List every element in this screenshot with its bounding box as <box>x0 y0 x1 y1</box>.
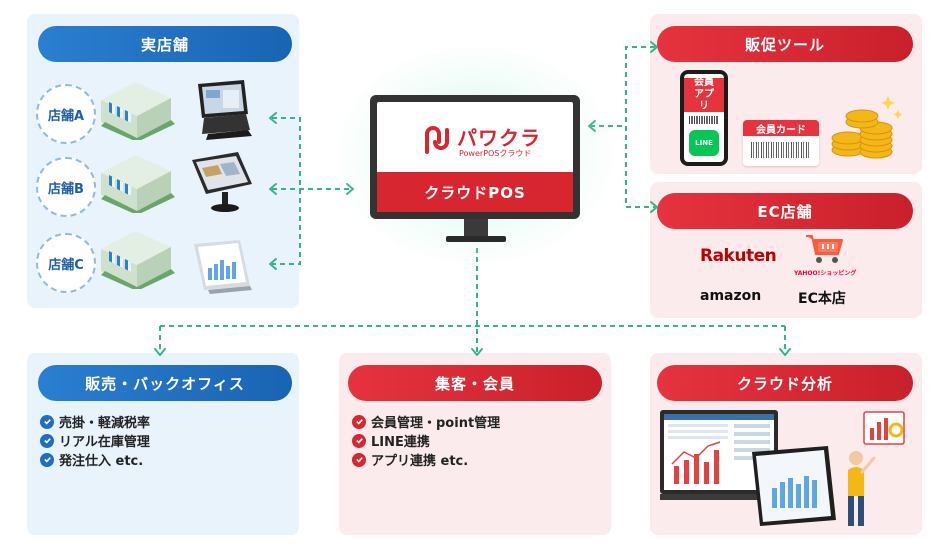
stores-title: 実店舗 <box>38 26 292 62</box>
list-item: 発注仕入 etc. <box>40 450 150 469</box>
card-label: 会員カード <box>756 124 806 136</box>
store-b-label: 店舗B <box>36 157 96 217</box>
check-icon <box>40 452 54 467</box>
feature-text: LINE連携 <box>371 435 430 450</box>
phone-screen: 会員アプリ LINE <box>684 74 724 162</box>
monitor-screen: パワクラ PowerPOSクラウド クラウドPOS <box>377 102 573 212</box>
arrow-store-a <box>269 112 277 124</box>
arrow-promo <box>650 41 658 53</box>
pawakura-logo-icon <box>425 126 449 154</box>
amazon-logo: amazon <box>700 288 762 304</box>
ec-own-store: EC本店 <box>798 291 846 307</box>
analytics-dashboard-illustration <box>660 410 905 526</box>
analytics-title: クラウド分析 <box>657 365 913 401</box>
member-card: 会員カード <box>743 120 819 166</box>
yahoo-logo: YAHOO!ショッピング <box>794 270 857 277</box>
backoffice-feature-list: 売掛・軽減税率 リアル在庫管理 発注仕入 etc. <box>40 412 150 469</box>
coins-icon <box>831 96 903 159</box>
members-title: 集客・会員 <box>348 365 602 401</box>
rakuten-logo: Rakuten <box>700 246 777 266</box>
center-monitor: パワクラ PowerPOSクラウド クラウドPOS <box>370 95 580 219</box>
list-item: 会員管理・point管理 <box>352 412 500 431</box>
product-band: クラウドPOS <box>377 172 573 212</box>
promo-title: 販促ツール <box>657 26 913 62</box>
check-icon <box>352 452 366 467</box>
check-icon <box>40 414 54 429</box>
arrow-down-right <box>779 348 791 356</box>
monitor-foot <box>446 236 506 242</box>
connector-promo-ec <box>625 46 655 208</box>
line-label: LINE <box>695 139 713 147</box>
card-header: 会員カード <box>743 120 819 136</box>
phone-app: 会員アプリ LINE <box>680 70 728 166</box>
store-a-label: 店舗A <box>36 84 96 144</box>
shopping-cart-icon <box>806 235 843 263</box>
app-barcode-icon <box>689 116 719 124</box>
tablet-pos-icon <box>194 240 252 294</box>
feature-text: リアル在庫管理 <box>59 435 150 450</box>
feature-text: 会員管理・point管理 <box>371 416 501 431</box>
store-building-icon <box>101 231 175 289</box>
logo-sub: PowerPOSクラウド <box>459 149 532 158</box>
store-c-label: 店舗C <box>36 233 96 293</box>
list-item: リアル在庫管理 <box>40 431 150 450</box>
pos-terminal-icon <box>192 152 252 212</box>
backoffice-title: 販売・バックオフィス <box>38 365 292 401</box>
check-icon <box>352 433 366 448</box>
arrow-down-left <box>154 348 166 356</box>
members-feature-list: 会員管理・point管理 LINE連携 アプリ連携 etc. <box>352 412 500 469</box>
list-item: LINE連携 <box>352 431 500 450</box>
line-app-icon: LINE <box>689 130 719 156</box>
feature-text: 発注仕入 etc. <box>59 454 144 469</box>
check-icon <box>40 433 54 448</box>
feature-text: アプリ連携 etc. <box>371 454 469 469</box>
feature-text: 売掛・軽減税率 <box>59 416 151 431</box>
app-badge: 会員アプリ <box>684 77 724 112</box>
pos-terminal-icon <box>198 80 252 140</box>
connector-store-a <box>272 117 301 265</box>
store-building-icon <box>101 155 175 213</box>
arrow-store-b <box>269 183 277 195</box>
app-label: 会員アプリ <box>694 77 714 112</box>
arrow-down-mid <box>471 348 483 356</box>
product-label: クラウドPOS <box>424 183 526 202</box>
arrow-ec <box>650 201 658 213</box>
arrow-store-c <box>269 258 277 270</box>
ec-title: EC店舗 <box>657 193 913 229</box>
list-item: アプリ連携 etc. <box>352 450 500 469</box>
logo-name: パワクラ <box>457 126 541 150</box>
monitor-neck <box>464 219 488 237</box>
list-item: 売掛・軽減税率 <box>40 412 150 431</box>
check-icon <box>352 414 366 429</box>
store-building-icon <box>101 82 175 140</box>
card-barcode-icon <box>751 142 811 158</box>
